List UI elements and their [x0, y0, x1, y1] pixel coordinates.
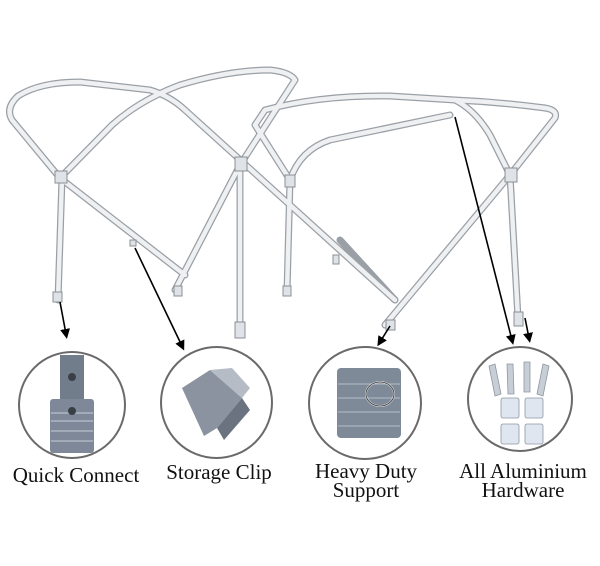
- label-line: Hardware: [481, 478, 565, 502]
- heavy-duty-support-circle: [308, 346, 422, 460]
- quick-connect-icon: [50, 355, 94, 453]
- label-line: Storage Clip: [166, 460, 272, 484]
- callout-arrows: [59, 116, 533, 351]
- feature-label-storage-clip: Storage Clip: [160, 460, 278, 484]
- feature-label-heavy-duty-support: Heavy Duty Support: [306, 459, 426, 502]
- label-line: Quick Connect: [12, 463, 140, 487]
- label-line: Support: [332, 478, 400, 502]
- feature-label-aluminium-hardware: All Aluminium Hardware: [450, 459, 596, 502]
- heavy-duty-support-icon: [337, 368, 401, 438]
- frame-tubes: [6, 66, 559, 334]
- storage-clip-icon: [182, 368, 250, 440]
- label-line: Heavy Duty: [314, 459, 418, 483]
- frame-joints: [52, 156, 524, 339]
- storage-clip-circle: [160, 346, 273, 459]
- quick-connect-circle: [18, 351, 126, 459]
- label-line: All Aluminium: [459, 459, 587, 483]
- feature-label-quick-connect: Quick Connect: [2, 463, 150, 487]
- aluminium-hardware-icon: [488, 361, 550, 445]
- aluminium-hardware-circle: [467, 346, 573, 452]
